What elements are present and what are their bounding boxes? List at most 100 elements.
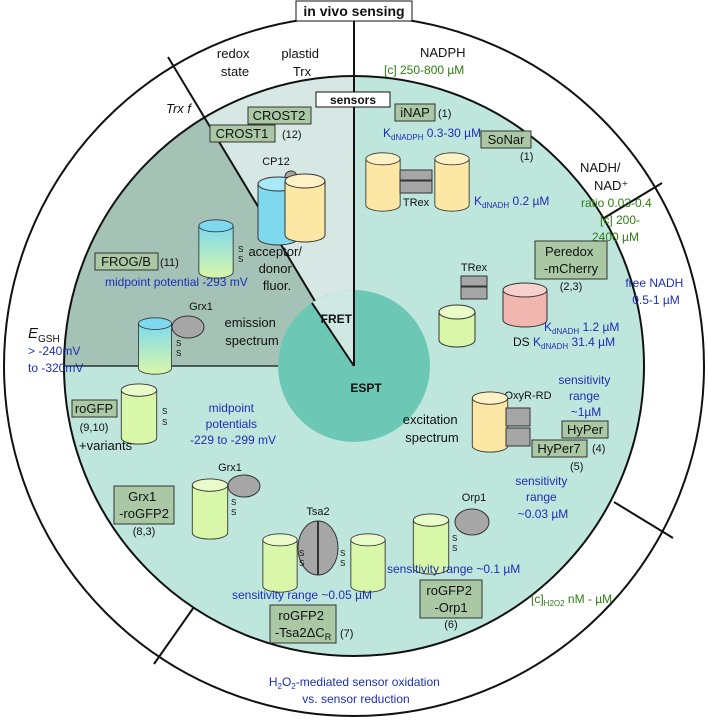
peredox-green-cylinder xyxy=(438,311,476,348)
emission-caption: emission spectrum xyxy=(225,315,280,348)
trex-domain-top xyxy=(399,169,433,181)
orp1-ref: (6) xyxy=(444,619,457,631)
egsh-range: > -240mV to -320mV xyxy=(28,344,84,375)
sonar-ref: (1) xyxy=(520,151,533,163)
rogfp-name: roGFP xyxy=(75,401,113,416)
grx1-domain-b xyxy=(227,474,261,498)
redox-state-label: redox state xyxy=(217,46,253,79)
grx1-rogfp2-ref: (8,3) xyxy=(133,526,156,538)
tsa2-detail: sensitivity range ~0.05 µM xyxy=(232,588,372,602)
grx1-label-b: Grx1 xyxy=(218,462,242,474)
rogfp-detail: midpoint potentials -229 to -299 mV xyxy=(190,401,276,447)
hyper-ref: (4) xyxy=(592,443,605,455)
plastid-trx-label: plastid Trx xyxy=(281,46,322,79)
svg-text:S: S xyxy=(162,418,167,427)
h2o2-conc: [c]H2O2 nM - µM xyxy=(531,592,612,608)
grx1-rogfp2-name: Grx1 -roGFP2 xyxy=(119,489,169,521)
crost2-box xyxy=(247,106,312,125)
inap-name: iNAP xyxy=(400,105,430,120)
oxyr-label: OxyR-RD xyxy=(504,390,551,402)
nadh-ratio: ratio 0.03-0.4 xyxy=(581,196,652,210)
crost1-name: CROST1 xyxy=(216,126,269,141)
trx-f-label: Trx f xyxy=(166,101,192,116)
peredox-name: Peredox -mCherry xyxy=(544,244,599,276)
sonar-yellow-cylinder-2 xyxy=(434,152,470,212)
grx1-frog-cylinder xyxy=(137,317,173,375)
hyper-detail: sensitivity range ~1µM xyxy=(558,373,613,419)
mcherry-cylinder xyxy=(502,289,548,328)
hyper7-name: HyPer7 xyxy=(537,441,580,456)
h2o2-caption: H2O2-mediated sensor oxidation vs. senso… xyxy=(269,675,443,706)
inap-ref: (1) xyxy=(438,108,451,120)
frog-cylinder xyxy=(198,219,234,279)
svg-text:S: S xyxy=(452,544,457,553)
cp12-label: CP12 xyxy=(262,156,290,168)
rogfp-extra: +variants xyxy=(79,438,133,453)
sensors-tag: sensors xyxy=(330,93,376,107)
frog-ref: (11) xyxy=(160,257,179,269)
tsa2-label: Tsa2 xyxy=(306,506,329,518)
sonar-box xyxy=(480,130,532,149)
svg-text:S: S xyxy=(452,534,457,543)
nadph-title: NADPH xyxy=(420,45,466,60)
rogfp-box xyxy=(71,399,118,418)
grx1-domain-a xyxy=(171,315,205,339)
tsa2-name: roGFP2 -Tsa2ΔCR xyxy=(275,608,332,642)
orp1-detail: sensitivity range ~0.1 µM xyxy=(387,562,520,576)
orp1-domain xyxy=(454,508,490,536)
peredox-ref: (2,3) xyxy=(560,281,583,293)
peredox-box xyxy=(534,240,608,280)
svg-text:S: S xyxy=(231,508,236,517)
sonar-name: SoNar xyxy=(488,132,526,147)
excitation-caption: excitation spectrum xyxy=(403,412,462,445)
nadh-title: NADH/ NAD⁺ xyxy=(580,160,628,193)
sonar-yellow-cylinder xyxy=(365,152,401,212)
tsa2-cylinder-right xyxy=(350,533,386,593)
inap-box xyxy=(394,103,436,122)
crost-yellow-cylinder xyxy=(284,173,326,243)
title-box xyxy=(295,0,413,22)
fret-label: FRET xyxy=(321,312,353,326)
crost1-ref: (12) xyxy=(282,129,302,141)
grx1-label-a: Grx1 xyxy=(189,301,213,313)
oxyr-domain-bottom xyxy=(505,427,531,447)
free-nadh: free NADH 0.5-1 µM xyxy=(625,276,686,307)
tsa2-box xyxy=(269,604,337,644)
espt-label: ESPT xyxy=(350,381,382,395)
rogfp-ref: (9,10) xyxy=(80,422,109,434)
svg-text:S: S xyxy=(299,549,304,558)
peredox-detail-2: DS KdNADH 31.4 µM xyxy=(513,335,615,351)
orp1-label: Orp1 xyxy=(462,492,486,504)
oxyr-domain-top xyxy=(505,407,531,427)
svg-text:S: S xyxy=(231,498,236,507)
fret-caption: acceptor/ donor fluor. xyxy=(248,244,305,293)
frog-s: S xyxy=(238,245,243,254)
frog-name: FROG/B xyxy=(101,254,151,269)
svg-text:S: S xyxy=(299,559,304,568)
frog-detail: midpoint potential -293 mV xyxy=(105,275,248,289)
crost2-name: CROST2 xyxy=(253,108,306,123)
hyper7-ref: (5) xyxy=(570,461,583,473)
svg-text:S: S xyxy=(162,407,167,416)
trex-label: TRex xyxy=(403,197,430,209)
hyper-name: HyPer xyxy=(567,422,604,437)
svg-text:S: S xyxy=(340,559,345,568)
orp1-box xyxy=(419,579,483,619)
hyper-yellow-cylinder xyxy=(471,391,509,453)
tsa2-ref: (7) xyxy=(340,628,353,640)
svg-text:S: S xyxy=(340,549,345,558)
svg-text:S: S xyxy=(176,349,181,358)
hyper-box xyxy=(561,420,609,439)
rogfp-cylinder xyxy=(120,383,158,445)
frog-box xyxy=(94,252,159,271)
grx1-rogfp2-cylinder xyxy=(191,478,229,540)
title: in vivo sensing xyxy=(303,3,404,19)
orp1-name: roGFP2 -Orp1 xyxy=(426,583,475,615)
grx1-rogfp2-box xyxy=(113,485,175,525)
crost1-box xyxy=(209,124,276,143)
hyper7-detail: sensitivity range ~0.03 µM xyxy=(515,474,570,521)
hyper7-box xyxy=(531,439,588,458)
svg-text:S: S xyxy=(176,339,181,348)
trex2-label: TRex xyxy=(461,262,488,274)
